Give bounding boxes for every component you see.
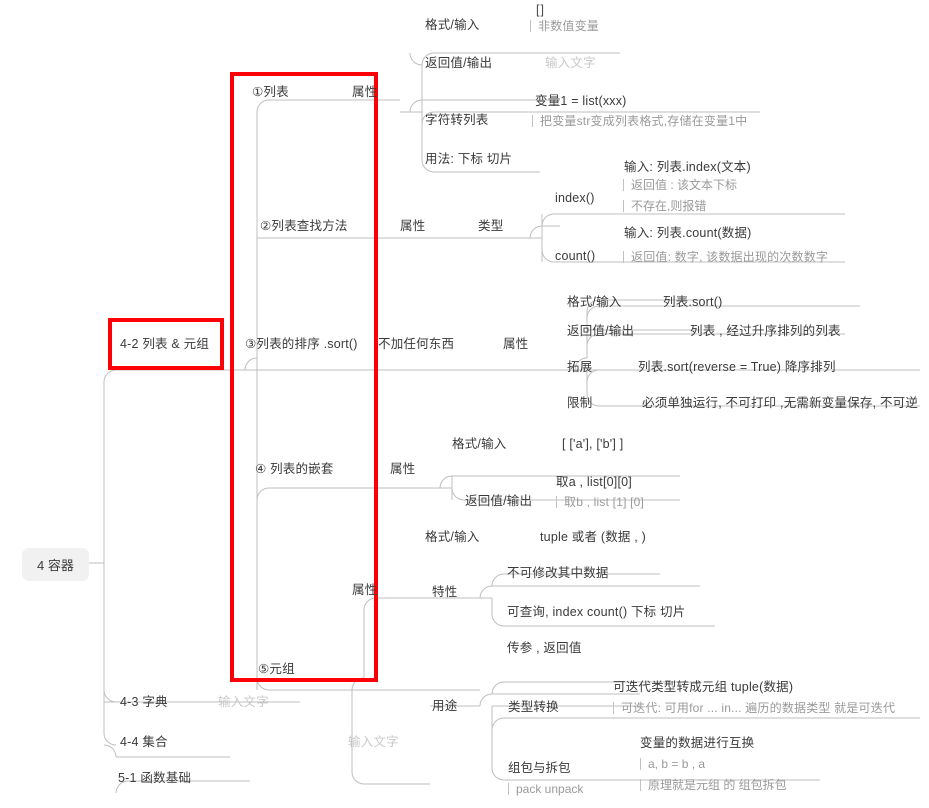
node-item5-attr[interactable]: 属性 (352, 583, 378, 597)
node-4-2-label: 4-2 列表 & 元组 (120, 337, 210, 351)
quote-bar-icon (556, 496, 557, 508)
item5-feature-row-2: 可查询, index count() 下标 切片 (507, 605, 686, 619)
item3-row-return-label[interactable]: 返回值/输出 (567, 324, 635, 338)
root-node-label: 4 容器 (37, 558, 74, 573)
item1-row-format-note: 非数值变量 (530, 19, 599, 35)
root-node-container[interactable]: 4 容器 (22, 548, 89, 581)
node-item3-label: ③列表的排序 .sort() (245, 337, 358, 351)
item5-format-value: tuple 或者 (数据 , ) (540, 530, 646, 544)
item3-row-format-label[interactable]: 格式/输入 (567, 295, 622, 309)
node-item4-attr[interactable]: 属性 (390, 462, 416, 476)
node-item2-search-methods[interactable]: ②列表查找方法 (260, 219, 348, 235)
item3-row-limit-label[interactable]: 限制 (567, 396, 593, 410)
item1-row-str2list-note: 把变量str变成列表格式,存储在变量1中 (532, 114, 747, 130)
node-item1-attr-label: 属性 (352, 85, 378, 99)
node-4-3-placeholder-text: 输入文字 (218, 695, 269, 709)
node-item5-placeholder[interactable]: 输入文字 (348, 735, 399, 749)
node-4-3-placeholder[interactable]: 输入文字 (218, 695, 269, 711)
quote-bar-icon (640, 779, 641, 791)
quote-bar-icon (623, 200, 624, 212)
node-4-4-label: 4-4 集合 (120, 735, 168, 749)
item5-feature-row-1: 不可修改其中数据 (507, 566, 609, 580)
node-item1-label: ①列表 (252, 85, 289, 99)
item2-count-note: 返回值: 数字, 该数据出现的次数数字 (623, 250, 828, 266)
item1-row-format-label[interactable]: 格式/输入 (425, 18, 480, 32)
node-item2-attr[interactable]: 属性 (400, 219, 426, 233)
item5-usage-header: 传参 , 返回值 (507, 641, 582, 655)
item5-typecast-label[interactable]: 类型转换 (508, 700, 559, 714)
highlight-box-list-tuple-group (230, 72, 378, 682)
quote-bar-icon (613, 702, 614, 714)
item1-row-str2list-label[interactable]: 字符转列表 (425, 113, 489, 127)
item5-typecast-top: 可迭代类型转成元组 tuple(数据) (613, 680, 794, 694)
node-4-3-label: 4-3 字典 (120, 695, 168, 709)
item1-row-return-label[interactable]: 返回值/输出 (425, 56, 493, 70)
node-item3-sort[interactable]: ③列表的排序 .sort() (245, 337, 358, 353)
quote-bar-icon (530, 20, 531, 32)
node-4-3-dict[interactable]: 4-3 字典 (120, 695, 168, 711)
item4-row-format-label[interactable]: 格式/输入 (452, 437, 507, 451)
item5-usage-group-label[interactable]: 用途 (432, 699, 458, 713)
item3-row-format-value: 列表.sort() (663, 295, 723, 309)
item4-row-return-label[interactable]: 返回值/输出 (465, 494, 533, 508)
item2-count-name[interactable]: count() (555, 249, 596, 263)
node-item2-label: ②列表查找方法 (260, 219, 348, 233)
node-item4-label: ④ 列表的嵌套 (255, 462, 334, 476)
item2-index-top: 输入: 列表.index(文本) (624, 160, 751, 174)
node-item5-tuple[interactable]: ⑤元组 (258, 662, 295, 678)
item2-index-name[interactable]: index() (555, 191, 595, 205)
node-4-2-list-tuple[interactable]: 4-2 列表 & 元组 (120, 337, 209, 353)
item1-format-bracket-symbol: [] (536, 3, 545, 17)
item1-row-str2list-top: 变量1 = list(xxx) (535, 94, 627, 108)
node-item1-attr[interactable]: 属性 (352, 85, 377, 101)
item3-row-extend-label[interactable]: 拓展 (567, 360, 593, 374)
item2-index-notes: 返回值 : 该文本下标 不存在,则报错 (623, 176, 737, 215)
item3-row-extend-value: 列表.sort(reverse = True) 降序排列 (638, 360, 836, 374)
item4-row-return-top: 取a , list[0][0] (556, 475, 632, 489)
item5-packunpack-label-block[interactable]: 组包与拆包 pack unpack (508, 761, 584, 796)
node-5-1-function-basics[interactable]: 5-1 函数基础 (118, 771, 191, 787)
node-item3-attr[interactable]: 属性 (503, 337, 529, 351)
quote-bar-icon (623, 251, 624, 263)
item5-feature-group-label[interactable]: 特性 (432, 585, 458, 599)
node-item2-type[interactable]: 类型 (478, 219, 504, 233)
node-item5-label: ⑤元组 (258, 662, 295, 676)
highlight-box-4-2-node (108, 318, 224, 370)
node-5-1-label: 5-1 函数基础 (118, 771, 192, 785)
item1-row-usage-label[interactable]: 用法: 下标 切片 (425, 152, 513, 166)
quote-bar-icon (508, 783, 509, 795)
item5-format-label[interactable]: 格式/输入 (425, 530, 480, 544)
item5-packunpack-top: 变量的数据进行互换 (640, 736, 755, 750)
item4-row-format-value: [ ['a'], ['b'] ] (562, 437, 624, 451)
quote-bar-icon (623, 179, 624, 191)
item1-row-return-placeholder[interactable]: 输入文字 (545, 56, 596, 70)
item2-count-top: 输入: 列表.count(数据) (624, 226, 752, 240)
node-item3-sublabel[interactable]: 不加任何东西 (378, 337, 455, 351)
item3-row-return-value: 列表 , 经过升序排列的列表 (690, 324, 841, 338)
quote-bar-icon (640, 758, 641, 770)
node-4-4-set[interactable]: 4-4 集合 (120, 735, 168, 751)
item4-row-return-note: 取b , list [1] [0] (556, 495, 644, 511)
quote-bar-icon (532, 115, 533, 127)
item5-typecast-note: 可迭代: 可用for ... in... 遍历的数据类型 就是可迭代 (613, 701, 895, 717)
node-item4-nested-list[interactable]: ④ 列表的嵌套 (255, 462, 334, 478)
item3-row-limit-value: 必须单独运行, 不可打印 ,无需新变量保存, 不可逆 (642, 396, 919, 410)
item5-packunpack-notes: a, b = b , a 原理就是元组 的 组包拆包 (640, 755, 787, 794)
node-item1-list[interactable]: ①列表 (252, 85, 289, 101)
